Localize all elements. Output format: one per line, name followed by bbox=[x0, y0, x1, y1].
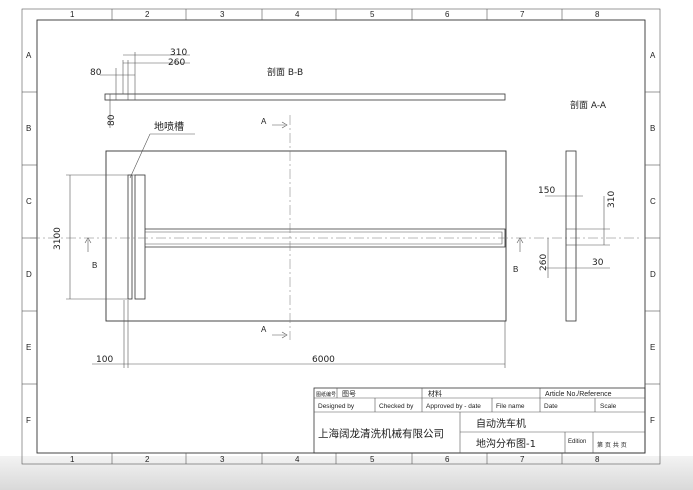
date-label: Date bbox=[544, 403, 558, 410]
file-name-label: File name bbox=[496, 403, 525, 410]
row-label: F bbox=[26, 416, 31, 425]
designed-by-label: Designed by bbox=[318, 403, 355, 410]
drawing-title: 地沟分布图-1 bbox=[476, 437, 536, 450]
section-bb-view bbox=[100, 52, 506, 128]
drawing-no-label: 图纸编号 bbox=[316, 391, 336, 398]
drawing-no-value: 图号 bbox=[342, 390, 356, 398]
col-label: 3 bbox=[220, 455, 225, 464]
section-aa-label: 剖面 A-A bbox=[570, 99, 607, 111]
row-label: A bbox=[26, 51, 32, 60]
row-label: C bbox=[650, 197, 656, 206]
cut-markers bbox=[84, 121, 524, 339]
col-label: 5 bbox=[370, 10, 375, 19]
approved-by-label: Approved by - date bbox=[426, 403, 481, 410]
dim-260-aa: 260 bbox=[539, 254, 549, 271]
col-label: 6 bbox=[445, 10, 450, 19]
dim-310-aa: 310 bbox=[607, 191, 617, 208]
row-label: E bbox=[26, 343, 31, 352]
plan-view bbox=[30, 115, 640, 368]
row-label: F bbox=[650, 416, 655, 425]
col-label: 3 bbox=[220, 10, 225, 19]
dim-310-top: 310 bbox=[170, 48, 187, 58]
dim-6000: 6000 bbox=[312, 355, 335, 365]
trench-callout: 地喷槽 bbox=[154, 120, 184, 133]
sheet-label: 第 页 共 页 bbox=[597, 441, 627, 449]
col-label: 4 bbox=[295, 10, 300, 19]
dim-3100: 3100 bbox=[53, 227, 63, 250]
col-label: 4 bbox=[295, 455, 300, 464]
col-label: 6 bbox=[445, 455, 450, 464]
section-bb-label: 剖面 B-B bbox=[267, 66, 303, 78]
dim-80-side: 80 bbox=[107, 114, 117, 126]
dim-260-top: 260 bbox=[168, 58, 185, 68]
row-labels: A B C D E F A B C D E F bbox=[26, 51, 656, 425]
article-label: Article No./Reference bbox=[545, 391, 612, 398]
col-label: 7 bbox=[520, 455, 525, 464]
row-label: D bbox=[650, 270, 656, 279]
row-label: B bbox=[650, 124, 655, 133]
row-label: D bbox=[26, 270, 32, 279]
section-aa-view bbox=[545, 150, 610, 322]
dim-150-aa: 150 bbox=[538, 186, 555, 196]
col-label: 5 bbox=[370, 455, 375, 464]
material-label: 材料 bbox=[428, 389, 442, 398]
col-label: 1 bbox=[70, 455, 75, 464]
col-label: 2 bbox=[145, 455, 150, 464]
col-label: 8 bbox=[595, 455, 600, 464]
row-label: A bbox=[650, 51, 656, 60]
outer-border bbox=[21, 8, 661, 465]
row-label: C bbox=[26, 197, 32, 206]
row-label: B bbox=[26, 124, 31, 133]
cut-marker-a-bottom: A bbox=[261, 325, 267, 334]
title-block bbox=[313, 387, 646, 454]
dim-30-aa: 30 bbox=[592, 258, 604, 268]
cut-marker-b-right: B bbox=[513, 265, 518, 274]
col-label: 1 bbox=[70, 10, 75, 19]
scale-label: Scale bbox=[600, 403, 617, 410]
edition-label: Edition bbox=[568, 439, 586, 445]
dim-100: 100 bbox=[96, 355, 113, 365]
company-name: 上海阔龙清洗机械有限公司 bbox=[318, 427, 444, 440]
col-label: 8 bbox=[595, 10, 600, 19]
cut-marker-a-top: A bbox=[261, 117, 267, 126]
dim-80-top: 80 bbox=[90, 68, 102, 78]
border-ticks bbox=[22, 9, 660, 464]
row-label: E bbox=[650, 343, 655, 352]
checked-by-label: Checked by bbox=[379, 403, 414, 410]
scanner-bottom-strip bbox=[0, 456, 693, 490]
column-labels: 1 2 3 4 5 6 7 8 1 2 3 4 5 6 7 8 bbox=[70, 10, 600, 464]
col-label: 7 bbox=[520, 10, 525, 19]
cut-marker-b-left: B bbox=[92, 261, 97, 270]
product-name: 自动洗车机 bbox=[476, 417, 526, 430]
col-label: 2 bbox=[145, 10, 150, 19]
